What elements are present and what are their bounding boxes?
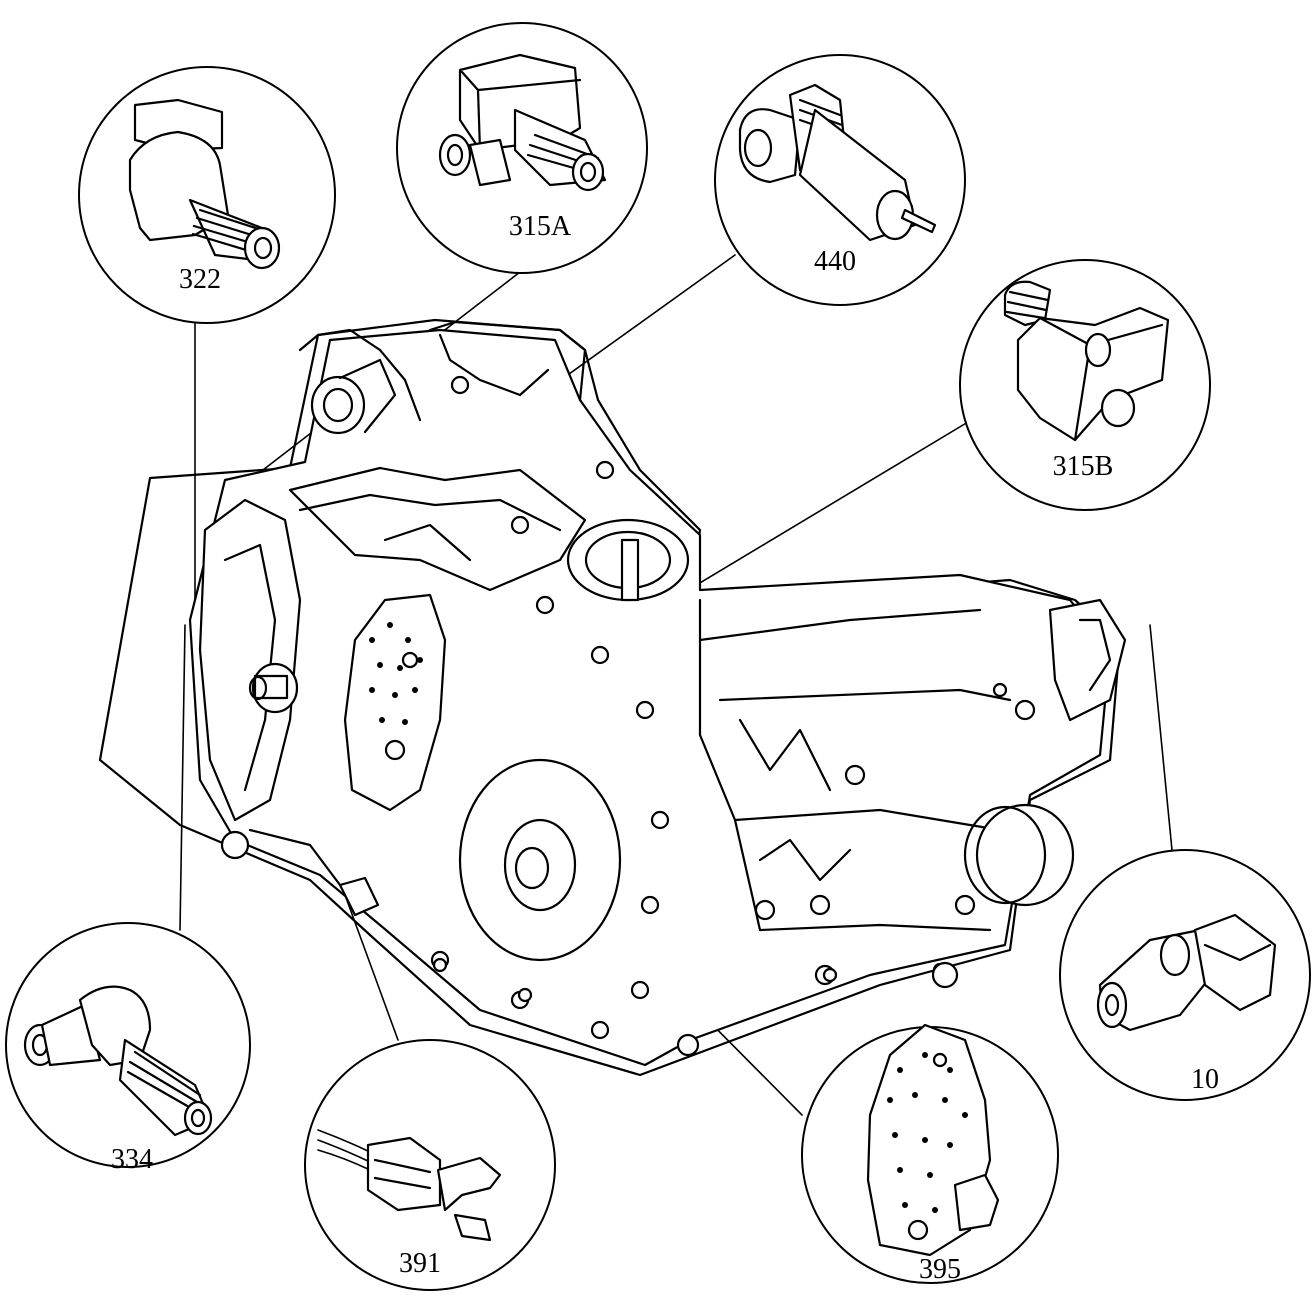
label-315b: 315B (1053, 451, 1114, 482)
case-bolts (754, 682, 1036, 986)
flange-bolts (220, 375, 670, 1040)
pan-bolts (432, 957, 959, 1057)
label-395: 395 (919, 1254, 961, 1285)
label-334: 334 (111, 1144, 153, 1175)
callout-395: 395 (801, 1023, 1059, 1285)
plate-395-holes (887, 1052, 968, 1241)
callout-440: 440 (714, 54, 966, 306)
transmission-assembly (98, 318, 1127, 1077)
callout-10: 10 (1059, 849, 1311, 1101)
valve-plate-holes (369, 622, 423, 761)
label-10: 10 (1191, 1064, 1219, 1095)
callout-391: 391 (304, 1039, 556, 1291)
label-322: 322 (179, 264, 221, 295)
callout-322: 322 (78, 66, 336, 324)
label-391: 391 (399, 1248, 441, 1279)
callout-315b: 315B (959, 259, 1211, 511)
callout-334: 334 (5, 922, 251, 1175)
label-315a: 315A (509, 211, 572, 242)
callout-315a: 315A (396, 22, 648, 274)
label-440: 440 (814, 246, 856, 277)
leader-10 (1149, 624, 1173, 851)
leader-334 (179, 624, 186, 931)
